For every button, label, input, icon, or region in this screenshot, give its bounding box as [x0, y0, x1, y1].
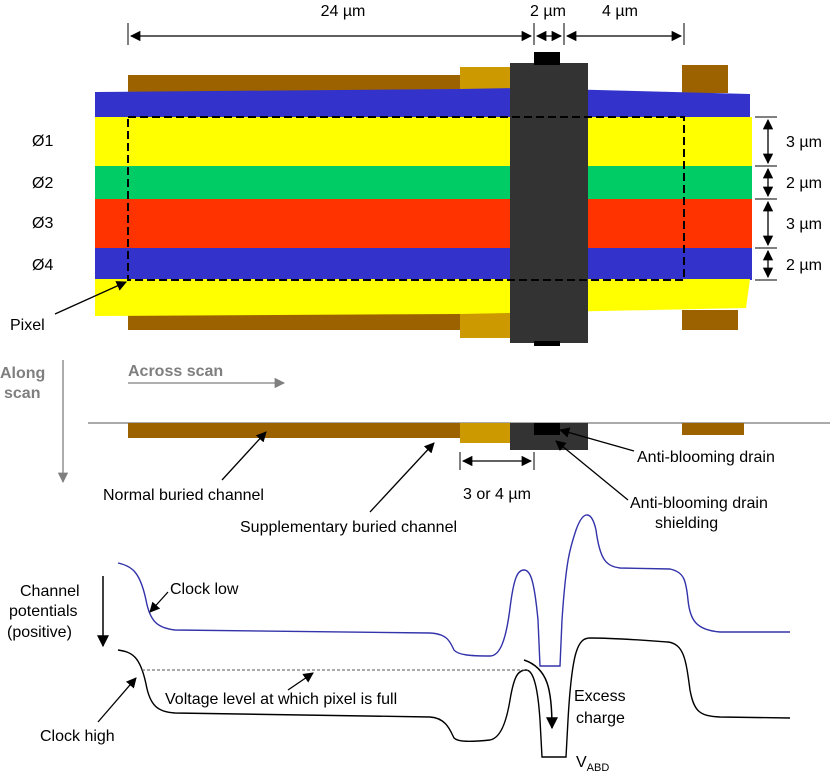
shielding-label-2: shielding — [655, 515, 718, 532]
clock-low-arrow — [149, 591, 169, 613]
phase1-label: Ø1 — [32, 133, 53, 150]
electrode-phase4 — [95, 248, 752, 280]
shielding-label-1: Anti-blooming drain — [630, 495, 768, 512]
clock-high-label: Clock high — [40, 728, 115, 745]
drain-section — [534, 423, 560, 435]
full-level-arrow — [287, 672, 314, 691]
gap-width-label: 4 µm — [602, 3, 638, 20]
supplementary-channel-arrow — [369, 442, 435, 513]
excess-charge-label-2: charge — [576, 710, 625, 727]
pixel-arrow — [54, 281, 127, 315]
top-dimension-lines — [127, 23, 685, 45]
excess-charge-arrow — [523, 659, 558, 730]
supplementary-bottom — [460, 310, 510, 338]
across-scan-label: Across scan — [128, 363, 223, 380]
buried-channel-top — [128, 75, 468, 93]
electrode-phase2 — [95, 166, 752, 200]
along-scan-label-1: Along — [0, 365, 45, 382]
supplementary-width-label: 3 or 4 µm — [463, 486, 531, 503]
channel-potentials-label-2: potentials — [9, 603, 78, 620]
pixel-boundary — [127, 116, 685, 281]
along-scan-label-2: scan — [4, 385, 40, 402]
phase4-height-label: 2 µm — [786, 257, 822, 274]
drain-top — [534, 52, 560, 65]
normal-channel-section — [128, 423, 460, 438]
right-dimension-lines — [755, 116, 777, 281]
drain-shielding — [510, 63, 588, 343]
clock-low-label: Clock low — [170, 581, 239, 598]
clock-low-curve — [117, 514, 790, 667]
next-channel-bottom — [682, 310, 738, 330]
electrode-phase1 — [95, 117, 752, 167]
supplementary-buried-channel-label: Supplementary buried channel — [240, 519, 457, 536]
pixel-width-label: 24 µm — [321, 3, 366, 20]
cross-section — [88, 422, 830, 450]
phase4-label: Ø4 — [32, 257, 53, 274]
shielding-arrow — [555, 440, 629, 501]
phase3-label: Ø3 — [32, 215, 53, 232]
anti-blooming-drain-label: Anti-blooming drain — [637, 449, 775, 466]
electrode-phase3 — [95, 199, 752, 249]
drain-arrow — [558, 427, 635, 452]
channel-potentials-label-3: (positive) — [7, 624, 72, 641]
phase3-height-label: 3 µm — [786, 216, 822, 233]
normal-buried-channel-label: Normal buried channel — [103, 487, 264, 504]
full-level-label: Voltage level at which pixel is full — [165, 691, 397, 708]
pixel-label: Pixel — [10, 317, 45, 334]
supplementary-channel-section — [460, 423, 510, 443]
drain-bottom — [534, 341, 560, 346]
phase1-height-label: 3 µm — [786, 134, 822, 151]
drain-width-label: 2 µm — [530, 3, 566, 20]
excess-charge-label-1: Excess — [574, 688, 626, 705]
next-channel-top — [682, 65, 728, 93]
electrode-bottom-yellow — [95, 279, 750, 316]
clock-high-arrow — [97, 677, 137, 723]
vabd-label: VABD — [576, 754, 609, 771]
electrode-top-blue — [95, 88, 750, 118]
channel-potentials-label-1: Channel — [20, 583, 80, 600]
next-channel-section — [682, 423, 744, 435]
phase2-label: Ø2 — [32, 175, 53, 192]
buried-channel-bottom — [128, 312, 468, 330]
pixel-structure — [95, 52, 752, 346]
phase2-height-label: 2 µm — [786, 175, 822, 192]
normal-channel-arrow — [221, 431, 267, 481]
